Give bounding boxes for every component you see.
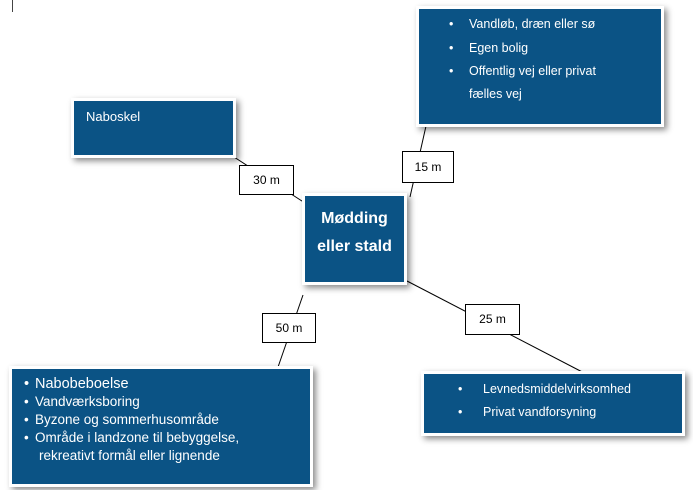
- neighbour-and-zone-box: Nabobeboelse Vandværksboring Byzone og s…: [9, 366, 313, 487]
- distance-label-top-right: 15 m: [402, 151, 454, 183]
- neighbour-and-zone-list: Nabobeboelse Vandværksboring Byzone og s…: [12, 375, 310, 465]
- manure-or-stable-box: Mødding eller stald: [302, 193, 407, 285]
- center-title: Mødding eller stald: [317, 210, 392, 255]
- water-and-dwelling-box: Vandløb, dræn eller sø Egen bolig Offent…: [416, 6, 664, 127]
- food-and-water-supply-list: Levnedsmiddelvirksomhed Privat vandforsy…: [424, 378, 682, 424]
- food-and-water-supply-box: Levnedsmiddelvirksomhed Privat vandforsy…: [421, 371, 685, 436]
- distance-label-naboskel: 30 m: [239, 165, 294, 195]
- text-cursor: [12, 0, 13, 12]
- list-item: Vandløb, dræn eller sø: [449, 12, 661, 36]
- list-item-continuation: fælles vej: [469, 87, 522, 101]
- list-item-continuation: rekreativt formål eller lignende: [39, 448, 220, 463]
- list-item: Område i landzone til bebyggelse,: [24, 429, 310, 447]
- list-item: Byzone og sommerhusområde: [24, 411, 310, 429]
- list-item: Egen bolig: [449, 36, 661, 60]
- distance-label-bottom-left: 50 m: [262, 313, 316, 343]
- distance-label-bottom-right: 25 m: [465, 304, 520, 335]
- list-item: Privat vandforsyning: [458, 401, 682, 424]
- naboskel-title: Naboskel: [86, 109, 141, 124]
- naboskel-box: Naboskel: [71, 98, 236, 158]
- list-item: Vandværksboring: [24, 393, 310, 411]
- list-item: Offentlig vej eller privat: [449, 60, 661, 83]
- list-item: Nabobeboelse: [24, 375, 310, 393]
- list-item: Levnedsmiddelvirksomhed: [458, 378, 682, 401]
- water-and-dwelling-list: Vandløb, dræn eller sø Egen bolig Offent…: [419, 12, 661, 106]
